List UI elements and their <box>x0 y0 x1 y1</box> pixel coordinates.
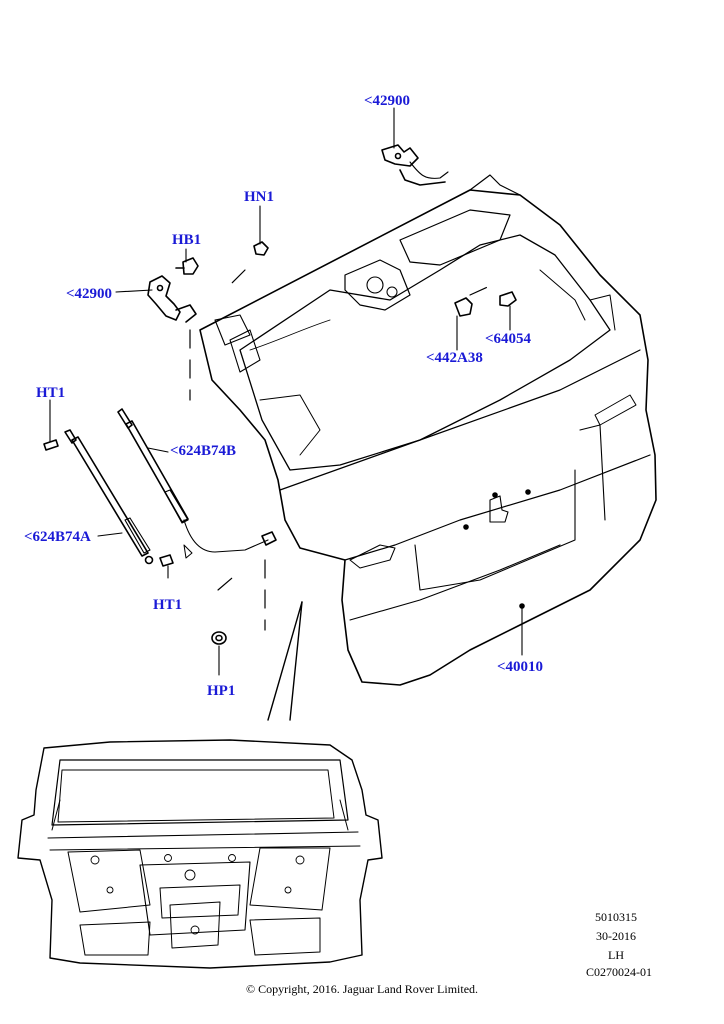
ref-code-1: 5010315 <box>595 910 637 924</box>
callout-tailgate-panel[interactable]: <40010 <box>497 659 544 675</box>
stopper-part <box>499 291 517 307</box>
hinge-lh-part <box>147 275 197 323</box>
hinge-rh-part <box>381 144 449 186</box>
leader-lines <box>49 107 523 676</box>
callout-buffer[interactable]: <442A38 <box>426 350 483 366</box>
callout-gas-strut-a[interactable]: <624B74A <box>24 529 91 545</box>
plug-part <box>211 631 227 645</box>
callout-plug[interactable]: HP1 <box>207 683 236 699</box>
inner-tailgate-detail <box>17 739 383 969</box>
upper-bolt-part <box>43 439 59 451</box>
buffer-part <box>454 297 473 317</box>
callout-hinge-lh[interactable]: <42900 <box>66 286 113 302</box>
ref-illustration-id: C0270024-01 <box>586 965 652 979</box>
hinge-bolt-part <box>175 257 199 275</box>
callout-hinge-rh[interactable]: <42900 <box>364 93 411 109</box>
tailgate-assembly <box>199 174 657 686</box>
lower-bolt-part <box>159 554 174 567</box>
ref-side: LH <box>608 948 624 962</box>
callout-upper-bolt[interactable]: HT1 <box>36 385 66 401</box>
hinge-nut-part <box>253 241 269 256</box>
callout-hinge-bolt[interactable]: HB1 <box>172 232 202 248</box>
ref-code-2: 30-2016 <box>596 929 636 943</box>
assembly-guides <box>189 269 493 631</box>
callout-hinge-nut[interactable]: HN1 <box>244 189 274 205</box>
callout-stopper[interactable]: <64054 <box>485 331 532 347</box>
callout-lower-bolt[interactable]: HT1 <box>153 597 183 613</box>
callout-gas-strut-b[interactable]: <624B74B <box>170 443 237 459</box>
copyright-notice: © Copyright, 2016. Jaguar Land Rover Lim… <box>245 982 479 996</box>
gas-strut-b-part <box>117 408 277 559</box>
gas-strut-a-part <box>64 429 154 565</box>
